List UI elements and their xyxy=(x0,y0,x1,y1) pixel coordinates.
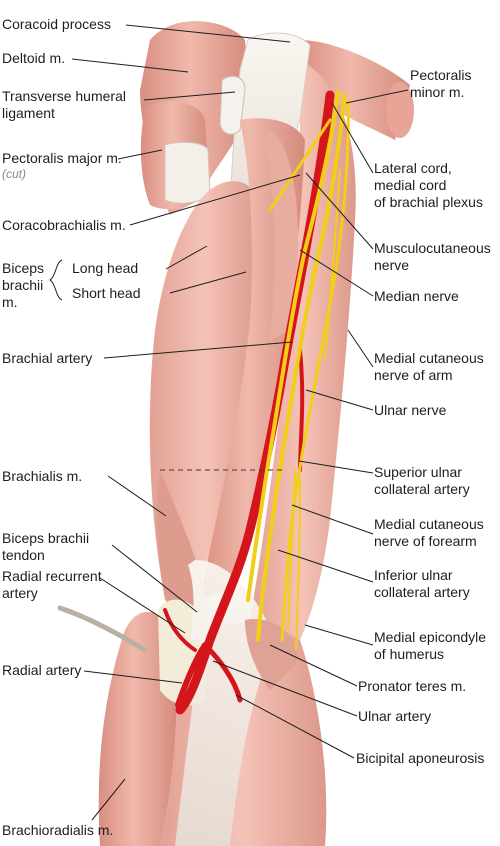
label-superior-ulnar: Superior ulnar collateral artery xyxy=(374,464,470,498)
label-lateral-cord-line1: Lateral cord, xyxy=(374,160,452,176)
label-superior-ulnar-line2: collateral artery xyxy=(374,481,470,497)
label-medial-cutaneous-arm: Medial cutaneous nerve of arm xyxy=(374,350,484,384)
label-radial-recurrent-line2: artery xyxy=(2,585,38,601)
pectoralis-minor-muscle xyxy=(300,40,410,140)
label-pectoralis-major-text: Pectoralis major m. xyxy=(2,150,122,166)
label-medial-cutaneous-arm-line1: Medial cutaneous xyxy=(374,350,484,366)
label-lateral-cord-line3: of brachial plexus xyxy=(374,194,483,210)
label-transverse-humeral-line2: ligament xyxy=(2,105,55,121)
biceps-brace xyxy=(49,259,63,301)
label-bicipital-aponeurosis: Bicipital aponeurosis xyxy=(356,750,485,766)
label-biceps-line2: brachii xyxy=(2,277,44,293)
ulnar-artery-vessel xyxy=(202,642,243,703)
label-transverse-humeral: Transverse humeral ligament xyxy=(2,88,126,122)
pectoralis-minor-cut xyxy=(386,82,414,138)
radial-artery-vessel xyxy=(175,642,208,708)
label-medial-cutaneous-arm-line2: nerve of arm xyxy=(374,367,453,383)
label-pectoralis-minor-line1: Pectoralis xyxy=(410,67,472,83)
label-pectoralis-major: Pectoralis major m. (cut) xyxy=(2,150,122,181)
lateral-cord-nerve xyxy=(246,90,340,602)
label-long-head: Long head xyxy=(72,260,139,276)
label-ulnar-artery: Ulnar artery xyxy=(358,708,432,724)
label-superior-ulnar-line1: Superior ulnar xyxy=(374,464,462,480)
retractor-hook xyxy=(57,605,148,653)
leader-lines xyxy=(71,24,409,821)
transverse-humeral-ligament xyxy=(219,75,246,135)
label-brachial-artery: Brachial artery xyxy=(2,350,93,366)
brachialis-muscle xyxy=(156,470,205,640)
label-brachialis: Brachialis m. xyxy=(2,468,83,484)
label-pectoralis-major-note: (cut) xyxy=(2,167,26,181)
label-musculocutaneous: Musculocutaneous nerve xyxy=(374,240,491,274)
label-ulnar-nerve: Ulnar nerve xyxy=(374,402,447,418)
label-musculocutaneous-line2: nerve xyxy=(374,257,410,273)
label-medial-epicondyle-line1: Medial epicondyle xyxy=(374,629,487,645)
ulnar-nerve-line xyxy=(280,98,350,642)
label-radial-artery: Radial artery xyxy=(2,662,82,678)
medial-cutaneous-arm-line xyxy=(324,169,341,361)
label-coracoid-process: Coracoid process xyxy=(2,16,111,32)
label-medial-cutaneous-forearm-line1: Medial cutaneous xyxy=(374,516,484,532)
label-biceps-brachii: Biceps brachii m. xyxy=(2,260,44,311)
label-musculocutaneous-line1: Musculocutaneous xyxy=(374,240,491,256)
label-lateral-cord: Lateral cord, medial cord of brachial pl… xyxy=(374,160,483,211)
label-medial-cutaneous-forearm: Medial cutaneous nerve of forearm xyxy=(374,516,484,550)
label-biceps-line1: Biceps xyxy=(2,260,45,276)
radial-recurrent-vessel xyxy=(163,608,197,652)
label-inferior-ulnar: Inferior ulnar collateral artery xyxy=(374,567,470,601)
label-pectoralis-minor-line2: minor m. xyxy=(410,84,465,100)
pectoralis-major-cut-surface xyxy=(164,141,211,204)
label-coracobrachialis: Coracobrachialis m. xyxy=(2,217,126,233)
median-nerve xyxy=(256,93,346,642)
label-medial-epicondyle: Medial epicondyle of humerus xyxy=(374,629,486,663)
label-short-head: Short head xyxy=(72,285,141,301)
label-pectoralis-minor: Pectoralis minor m. xyxy=(410,67,471,101)
medial-cutaneous-forearm-line xyxy=(287,469,301,651)
label-biceps-line3: m. xyxy=(2,294,18,310)
biceps-long-head xyxy=(149,181,261,600)
label-biceps-tendon: Biceps brachii tendon xyxy=(2,530,89,564)
label-deltoid: Deltoid m. xyxy=(2,50,66,66)
label-transverse-humeral-line1: Transverse humeral xyxy=(2,88,126,104)
biceps-tendon-shape xyxy=(188,560,207,640)
label-median-nerve: Median nerve xyxy=(374,288,459,304)
label-medial-epicondyle-line2: of humerus xyxy=(374,646,445,662)
label-inferior-ulnar-line2: collateral artery xyxy=(374,584,470,600)
label-radial-recurrent: Radial recurrent artery xyxy=(2,568,102,602)
musculocutaneous-nerve-line xyxy=(268,118,332,212)
label-medial-cutaneous-forearm-line2: nerve of forearm xyxy=(374,533,477,549)
label-pronator-teres: Pronator teres m. xyxy=(358,678,467,694)
label-biceps-tendon-line1: Biceps brachii xyxy=(2,530,90,546)
label-lateral-cord-line2: medial cord xyxy=(374,177,447,193)
label-brachioradialis: Brachioradialis m. xyxy=(2,822,114,838)
label-biceps-tendon-line2: tendon xyxy=(2,547,45,563)
label-inferior-ulnar-line1: Inferior ulnar xyxy=(374,567,453,583)
label-radial-recurrent-line1: Radial recurrent xyxy=(2,568,102,584)
